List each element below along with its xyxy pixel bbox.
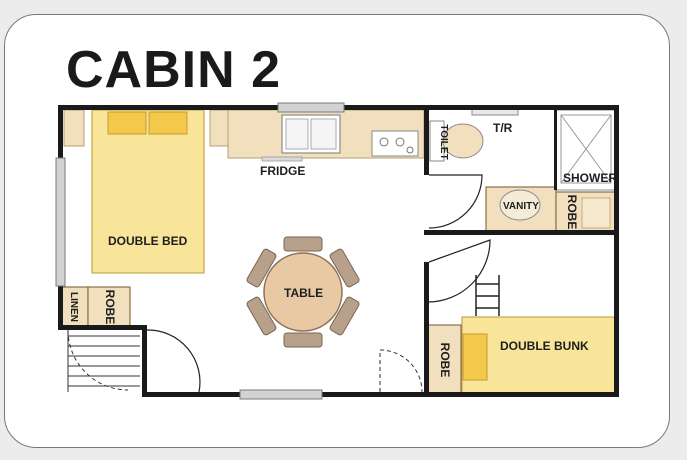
windows bbox=[55, 102, 345, 400]
bunk-pillow bbox=[462, 333, 488, 381]
dining-table bbox=[263, 252, 343, 332]
vanity-basin bbox=[499, 189, 541, 221]
dining-chairs bbox=[246, 236, 360, 348]
robe-left bbox=[87, 286, 131, 328]
label-fridge: FRIDGE bbox=[260, 164, 305, 178]
bedside-table-left bbox=[63, 109, 85, 147]
pillow-left bbox=[107, 111, 147, 135]
cooktop bbox=[371, 130, 419, 157]
label-robe-bath: ROBE bbox=[565, 195, 579, 230]
label-robe-bunk: ROBE bbox=[438, 343, 452, 378]
label-tr: T/R bbox=[493, 121, 513, 135]
label-vanity: VANITY bbox=[503, 201, 539, 212]
label-shower: SHOWER bbox=[563, 171, 617, 185]
porch-steps bbox=[67, 330, 140, 392]
toilet-bowl bbox=[442, 123, 484, 159]
bedside-table-right bbox=[209, 109, 229, 147]
dashed-door-swings bbox=[67, 329, 423, 393]
label-table: TABLE bbox=[284, 286, 323, 300]
bunk-ladder bbox=[475, 275, 500, 316]
label-toilet: TOILET bbox=[438, 124, 449, 159]
cabin-title: CABIN 2 bbox=[66, 41, 282, 99]
label-linen: LINEN bbox=[68, 292, 79, 322]
label-double-bunk: DOUBLE BUNK bbox=[500, 339, 589, 353]
fridge-marker bbox=[261, 156, 303, 162]
label-robe-left: ROBE bbox=[103, 290, 117, 325]
double-bed bbox=[91, 109, 205, 274]
pillow-right bbox=[148, 111, 188, 135]
linen-cupboard bbox=[61, 286, 89, 328]
label-double-bed: DOUBLE BED bbox=[108, 234, 188, 248]
door-swings bbox=[146, 174, 491, 393]
